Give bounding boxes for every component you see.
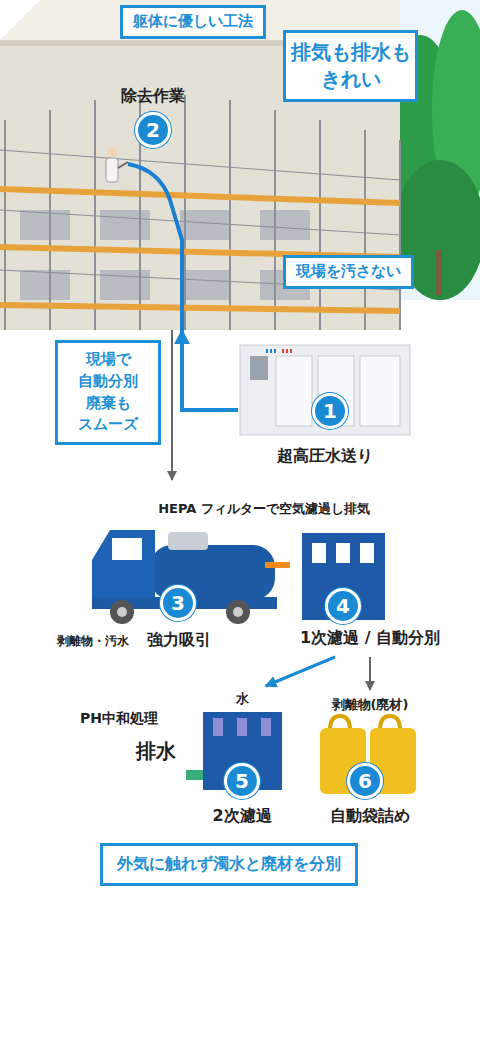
step-label: 2次濾過 [212, 806, 271, 827]
flow-connector [369, 657, 371, 690]
callout-number: 4 [325, 588, 361, 624]
flow-connector [182, 330, 238, 410]
callout-number: 2 [135, 112, 171, 148]
callout-number: 3 [160, 585, 196, 621]
callout-number: 6 [347, 763, 383, 799]
flow-connector [266, 657, 335, 686]
worker [106, 147, 128, 182]
callout-text: 躯体に優しい工法 [133, 12, 253, 32]
summary-callout: 外気に触れず濁水と廃材を分別 [100, 843, 358, 886]
annotation: 排水 [136, 738, 176, 765]
bagging: 剥離物(廃材) 6 自動袋詰め [305, 690, 435, 830]
scaffold [0, 95, 400, 330]
flow-connector [171, 330, 173, 480]
removal-work: 除去作業 2 [95, 80, 225, 330]
secondary-filter: 水 5 2次濾過 [190, 688, 295, 828]
callout-number: 5 [224, 763, 260, 799]
hose [128, 164, 182, 330]
primary-filter: 4 1次濾過 / 自動分別 [290, 530, 455, 655]
step-label: 強力吸引 [147, 630, 211, 651]
feature-callout: 現場で 自動分別 廃棄も スムーズ [55, 340, 161, 445]
vacuum-truck [92, 530, 277, 624]
flow-connector [265, 562, 290, 568]
feature-callout: 排気も排水も きれい [283, 30, 418, 102]
step-label: 水 [236, 690, 249, 708]
step-label: 剥離物(廃材) [332, 696, 409, 714]
callout-text: 現場で 自動分別 廃棄も スムーズ [62, 349, 154, 436]
callout-number: 1 [312, 393, 348, 429]
annotation: HEPA フィルターで空気濾過し排気 [158, 500, 370, 518]
callout-text: 排気も排水も きれい [288, 39, 413, 93]
annotation: PH中和処理 [80, 710, 158, 728]
callout-text: 外気に触れず濁水と廃材を分別 [117, 854, 341, 875]
step-label: 1次濾過 / 自動分別 [300, 628, 440, 649]
step-label: 超高圧水送り [277, 446, 373, 467]
feature-callout: 躯体に優しい工法 [120, 5, 266, 39]
step-label: 自動袋詰め [330, 806, 410, 827]
pump-station: 1 超高圧水送り [238, 343, 413, 470]
step-label: 除去作業 [121, 86, 185, 107]
pump-unit [240, 345, 410, 435]
step-label: 剥離物・汚水 [57, 633, 129, 650]
callout-text: 現場を汚さない [296, 262, 401, 282]
feature-callout: 現場を汚さない [283, 255, 414, 289]
